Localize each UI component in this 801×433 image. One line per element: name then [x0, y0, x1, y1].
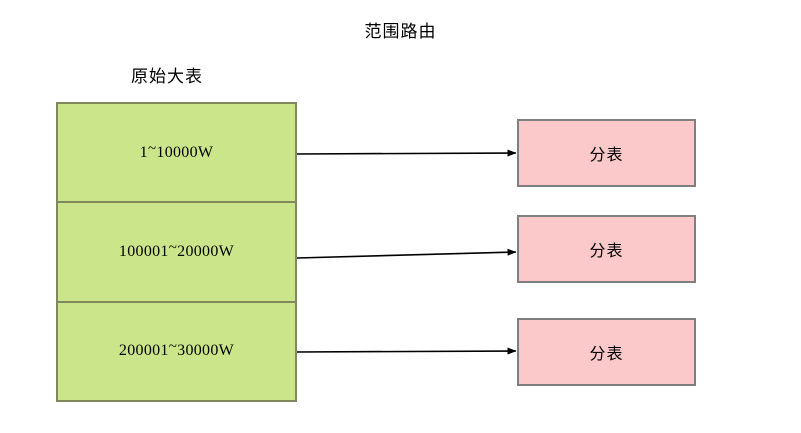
- source-range-row-3: 200001~30000W: [58, 300, 295, 400]
- routing-arrow-2: [296, 248, 517, 259]
- source-range-row-1: 1~10000W: [58, 104, 295, 202]
- shard-table-box-2: 分表: [517, 215, 696, 283]
- source-range-text-2: 100001~20000W: [118, 239, 235, 260]
- tilde-glyph: ~: [147, 140, 157, 157]
- shard-table-box-1: 分表: [517, 119, 696, 187]
- source-range-row-2: 100001~20000W: [58, 201, 295, 301]
- shard-table-label-1: 分表: [589, 147, 624, 164]
- tilde-glyph: ~: [168, 239, 178, 256]
- tilde-glyph: ~: [168, 339, 178, 356]
- source-range-text-3: 200001~30000W: [118, 339, 235, 360]
- routing-arrow-3: [296, 347, 517, 355]
- diagram-title: 范围路由: [364, 22, 437, 41]
- shard-table-label-2: 分表: [589, 243, 624, 260]
- shard-table-box-3: 分表: [517, 318, 696, 386]
- source-table: 1~10000W 100001~20000W 200001~30000W: [56, 102, 297, 402]
- shard-table-label-3: 分表: [589, 346, 624, 363]
- routing-arrow-1: [296, 149, 517, 157]
- source-table-label: 原始大表: [131, 67, 203, 86]
- source-range-text-1: 1~10000W: [139, 140, 214, 161]
